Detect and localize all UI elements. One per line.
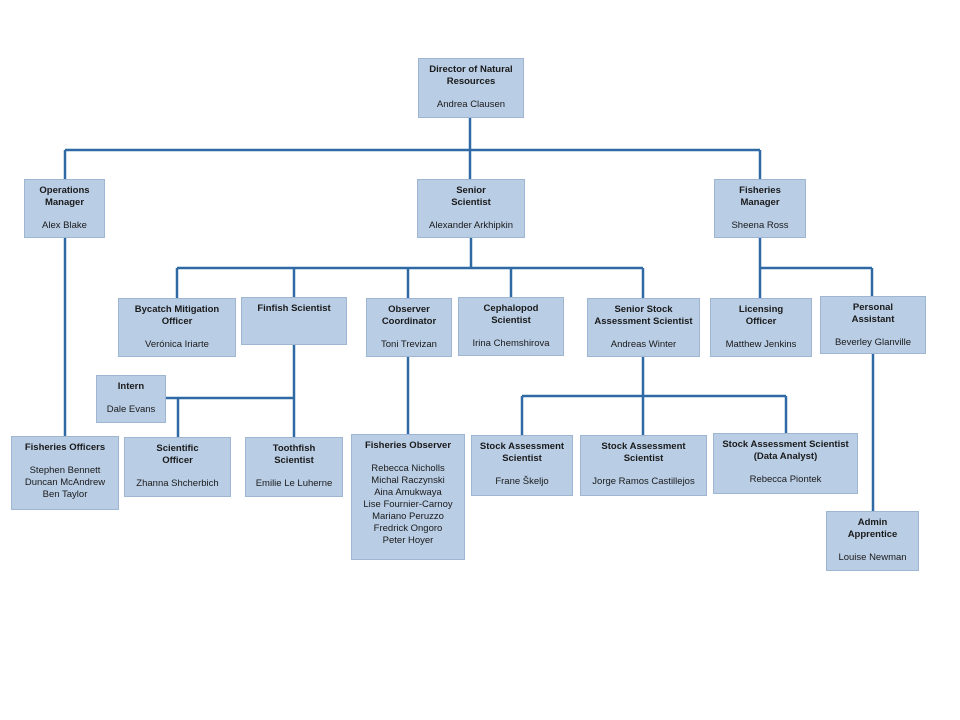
node-title: Personal Assistant [851,302,895,325]
node-names: Toni Trevizan [381,339,437,350]
node-director: Director of Natural Resources Andrea Cla… [418,58,524,118]
node-names: Dale Evans [106,404,156,415]
node-names: Zhanna Shcherbich [136,478,219,489]
node-names: Andrea Clausen [436,99,506,110]
node-title: Stock Assessment Scientist [479,441,565,464]
node-title: Fisheries Manager [739,185,781,208]
node-observer-coordinator: Observer Coordinator Toni Trevizan [366,298,452,357]
node-names: Rebecca Piontek [749,474,822,485]
node-title: Intern [117,381,145,392]
node-names: Frane Škeljo [495,476,549,487]
node-cephalopod-scientist: Cephalopod Scientist Irina Chemshirova [458,297,564,356]
node-names: Irina Chemshirova [472,338,550,349]
node-names: Alexander Arkhipkin [429,220,513,231]
node-admin-apprentice: Admin Apprentice Louise Newman [826,511,919,571]
node-title: Operations Manager [39,185,90,208]
node-senior-scientist: Senior Scientist Alexander Arkhipkin [417,179,525,238]
node-title: Fisheries Observer [364,440,452,451]
node-names: Emilie Le Luherne [255,478,333,489]
node-personal-assistant: Personal Assistant Beverley Glanville [820,296,926,354]
node-title: Fisheries Officers [24,442,106,453]
node-title: Stock Assessment Scientist (Data Analyst… [722,439,849,462]
node-title: Cephalopod Scientist [483,303,539,326]
node-names: Beverley Glanville [834,337,912,348]
node-intern: Intern Dale Evans [96,375,166,423]
node-stock-assessment-scientist-data-analyst: Stock Assessment Scientist (Data Analyst… [713,433,858,494]
node-title: Observer Coordinator [381,304,437,327]
node-title: Scientific Officer [156,443,199,466]
node-names: Sheena Ross [731,220,789,231]
node-title: Bycatch Mitigation Officer [134,304,220,327]
node-names: Jorge Ramos Castillejos [592,476,695,487]
node-names: Alex Blake [42,220,87,231]
node-names: Louise Newman [838,552,907,563]
node-names: Stephen Bennett Duncan McAndrew Ben Tayl… [24,465,106,500]
node-names: Andreas Winter [610,339,677,350]
node-names: Verónica Iriarte [145,339,209,350]
node-toothfish-scientist: Toothfish Scientist Emilie Le Luherne [245,437,343,497]
node-finfish-scientist: Finfish Scientist [241,297,347,345]
node-fisheries-manager: Fisheries Manager Sheena Ross [714,179,806,238]
node-scientific-officer: Scientific Officer Zhanna Shcherbich [124,437,231,497]
node-title: Senior Scientist [451,185,491,208]
node-title: Senior Stock Assessment Scientist [594,304,693,327]
node-licensing-officer: Licensing Officer Matthew Jenkins [710,298,812,357]
node-names: Rebecca Nicholls Michal Raczynski Aina A… [363,463,453,546]
node-fisheries-officers: Fisheries Officers Stephen Bennett Dunca… [11,436,119,510]
node-title: Finfish Scientist [257,303,331,314]
node-title: Admin Apprentice [847,517,898,540]
node-title: Licensing Officer [738,304,784,327]
node-senior-stock-assessment-scientist: Senior Stock Assessment Scientist Andrea… [587,298,700,357]
node-title: Stock Assessment Scientist [601,441,686,464]
node-title: Director of Natural Resources [429,64,513,87]
node-names: Matthew Jenkins [725,339,797,350]
node-operations-manager: Operations Manager Alex Blake [24,179,105,238]
node-stock-assessment-scientist-2: Stock Assessment Scientist Jorge Ramos C… [580,435,707,496]
node-title: Toothfish Scientist [272,443,316,466]
node-fisheries-observer: Fisheries Observer Rebecca Nicholls Mich… [351,434,465,560]
node-stock-assessment-scientist-1: Stock Assessment Scientist Frane Škeljo [471,435,573,496]
node-bycatch-mitigation-officer: Bycatch Mitigation Officer Verónica Iria… [118,298,236,357]
